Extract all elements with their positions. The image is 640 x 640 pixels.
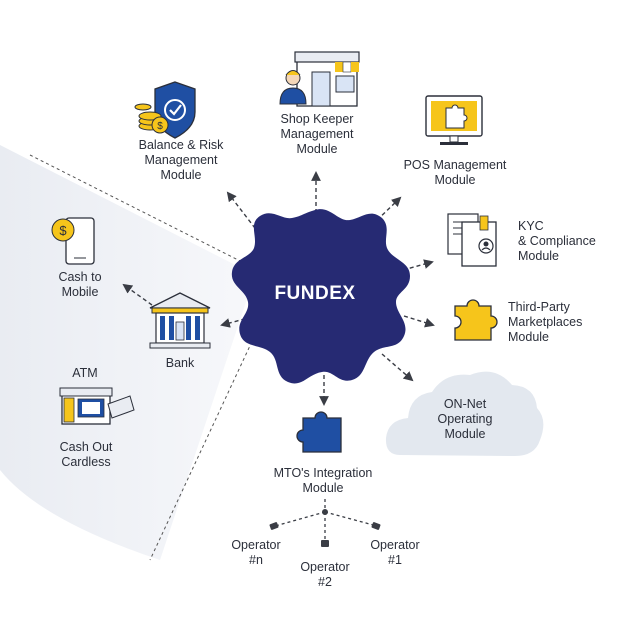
hub-cog [231, 209, 410, 384]
puzzle-piece-blue-icon [296, 411, 342, 453]
cash-to-mobile-label: Cash to Mobile [58, 270, 102, 299]
arrow-kyc [402, 259, 434, 271]
operator-junction [322, 509, 328, 515]
operator-branches [274, 499, 378, 540]
cash-out-label: Cash Out Cardless [59, 440, 113, 469]
pos-label: POS Management Module [403, 158, 507, 187]
mto-label: MTO's Integration Module [273, 466, 373, 495]
arrow-cash-mobile [122, 283, 153, 306]
arrow-bank [220, 316, 253, 328]
arrow-onnet [381, 353, 414, 382]
cloud-shape [385, 371, 544, 456]
hub-label: FUNDEX [274, 283, 356, 304]
fan-edge-bottom [149, 319, 263, 561]
shop-keeper-label: Shop Keeper Management Module [280, 112, 354, 156]
arrow-thirdparty [403, 315, 435, 328]
puzzle-piece-icon [454, 299, 498, 341]
svg-text:$: $ [157, 121, 163, 132]
balance-risk-label: Balance & Risk Management Module [138, 138, 224, 182]
fan-edge-top [29, 154, 263, 273]
atm-label: ATM [72, 366, 98, 380]
atm-cash-icon [59, 387, 135, 425]
bank-label: Bank [165, 356, 195, 370]
mobile-dollar-icon: $ [51, 217, 95, 265]
operator-2-label: Operator #2 [300, 560, 350, 589]
pos-monitor-icon [425, 95, 483, 145]
shield-check-coins-icon: $ [134, 81, 196, 139]
operator-plugs [269, 522, 381, 547]
svg-text:$: $ [59, 223, 67, 238]
on-net-label: ON-Net Operating Module [437, 397, 493, 441]
fan-region [0, 145, 255, 560]
kyc-document-icon [447, 213, 497, 267]
shop-keeper-store-icon [279, 51, 360, 107]
operator-n-label: Operator #n [231, 538, 281, 567]
kyc-label: KYC & Compliance Module [518, 219, 596, 263]
operator-1-label: Operator #1 [370, 538, 420, 567]
third-party-label: Third-Party Marketplaces Module [508, 300, 583, 344]
bank-building-icon [149, 292, 211, 349]
